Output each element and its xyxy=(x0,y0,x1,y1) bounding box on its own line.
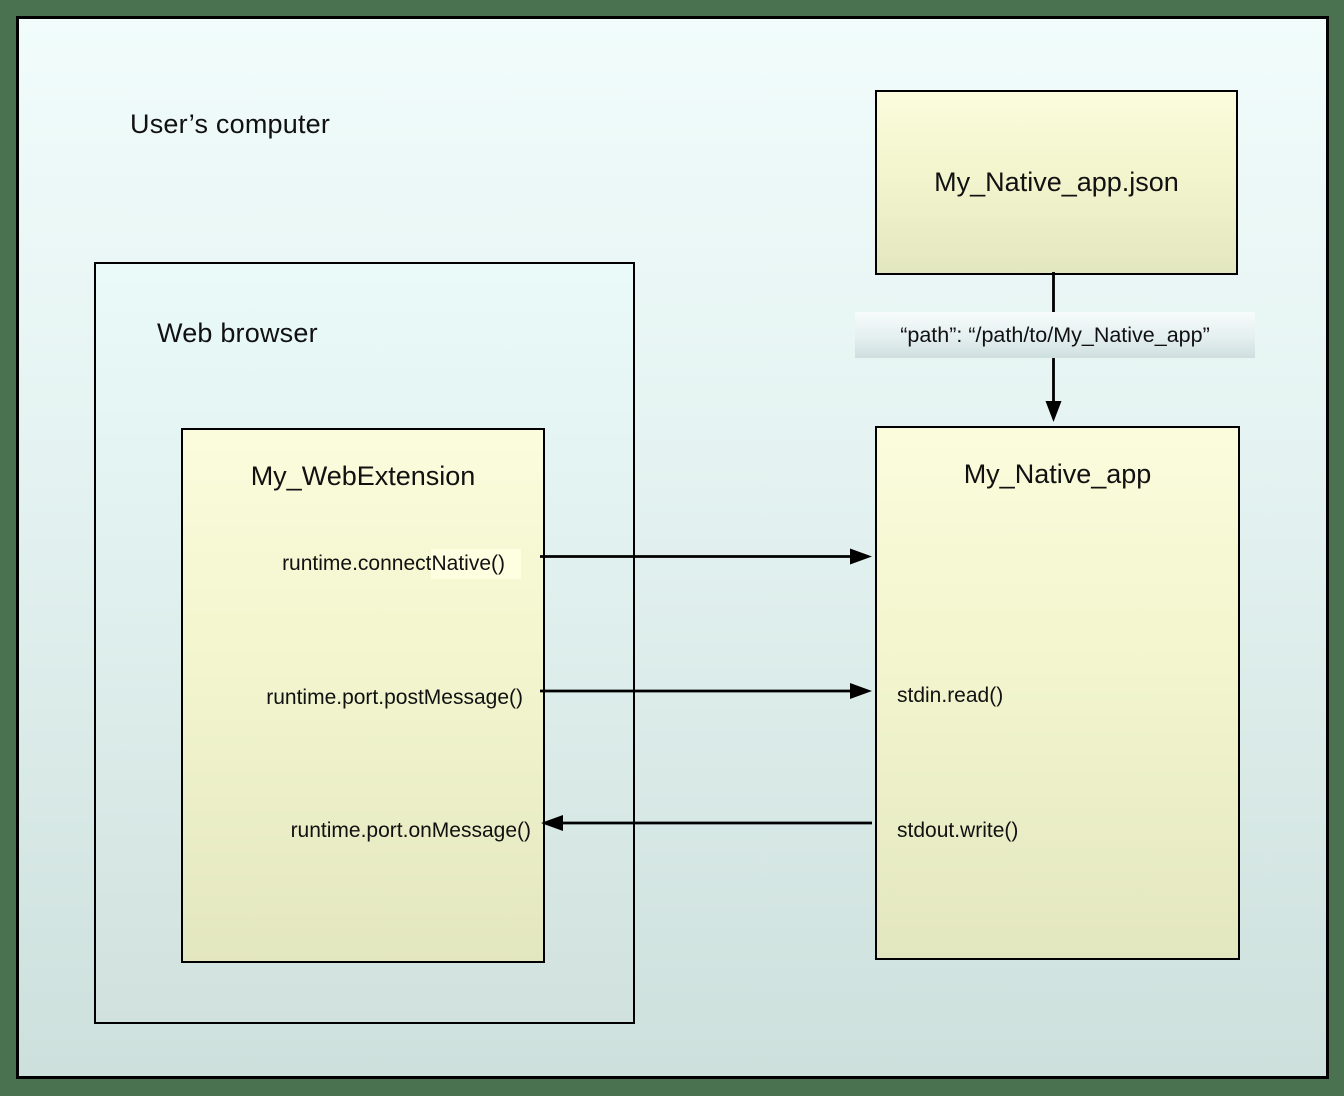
webextension-title: My_WebExtension xyxy=(250,461,476,491)
connect-native-highlight: Native() xyxy=(431,549,521,579)
manifest-title: My_Native_app.json xyxy=(934,167,1179,197)
web-browser-box: Web browser My_WebExtension runtime.conn… xyxy=(94,262,635,1024)
user-computer-box: User’s computer Web browser My_WebExtens… xyxy=(16,16,1329,1079)
path-label: “path”: “/path/to/My_Native_app” xyxy=(855,312,1255,358)
connect-native-label: runtime.connectNative() xyxy=(282,549,521,579)
manifest-box: My_Native_app.json xyxy=(875,90,1238,275)
native-app-title: My_Native_app xyxy=(963,459,1152,489)
web-browser-label: Web browser xyxy=(157,318,318,348)
stdout-write-label: stdout.write() xyxy=(897,819,1019,842)
native-app-box: My_Native_app stdin.read() stdout.write(… xyxy=(875,426,1240,960)
stdin-read-label: stdin.read() xyxy=(897,684,1004,707)
post-message-label: runtime.port.postMessage() xyxy=(266,686,523,709)
webextension-box: My_WebExtension runtime.connectNative() … xyxy=(181,428,545,963)
connect-native-prefix: runtime.connect xyxy=(282,552,432,575)
on-message-label: runtime.port.onMessage() xyxy=(290,819,531,842)
user-computer-label: User’s computer xyxy=(130,109,331,139)
